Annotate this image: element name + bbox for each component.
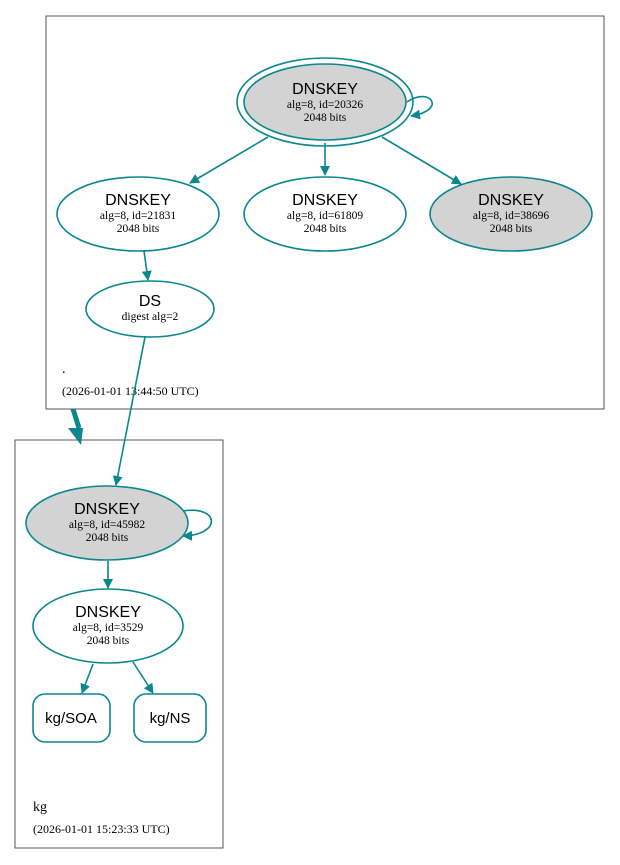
zone-kg: kg (2026-01-01 15:23:33 UTC) [14, 439, 224, 849]
edge-root-ksk-to-zsk1 [189, 136, 269, 184]
node-root-ksk-line1: alg=8, id=20326 [287, 99, 363, 111]
node-root-zsk1-title: DNSKEY [105, 192, 171, 209]
node-root-ksk2: DNSKEY alg=8, id=38696 2048 bits [429, 176, 593, 252]
node-kg-soa-label: kg/SOA [45, 710, 97, 727]
edge-kg-ksk-self [181, 509, 213, 541]
node-root-zsk2-line2: 2048 bits [304, 223, 347, 235]
zone-root-border [45, 15, 605, 410]
node-root-ksk2-line1: alg=8, id=38696 [473, 210, 549, 222]
node-kg-zsk-title: DNSKEY [75, 604, 141, 621]
edge-ds-to-kg-ksk [112, 336, 146, 486]
node-kg-ns-label: kg/NS [150, 710, 191, 727]
node-root-ksk-line2: 2048 bits [304, 112, 347, 124]
node-root-zsk2: DNSKEY alg=8, id=61809 2048 bits [243, 176, 407, 252]
edge-root-ksk-to-ksk2 [381, 136, 462, 185]
node-root-zsk1-line1: alg=8, id=21831 [100, 210, 176, 222]
node-kg-ksk-line1: alg=8, id=45982 [69, 519, 145, 531]
node-root-zsk1-line2: 2048 bits [117, 223, 160, 235]
node-kg-ksk-title: DNSKEY [74, 501, 140, 518]
node-ds-line1: digest alg=2 [122, 311, 179, 323]
node-kg-zsk-line2: 2048 bits [87, 635, 130, 647]
node-root-ksk: DNSKEY alg=8, id=20326 2048 bits [236, 57, 414, 147]
zone-kg-timestamp: (2026-01-01 15:23:33 UTC) [33, 822, 170, 836]
edge-kg-zsk-to-ns [132, 661, 154, 694]
zone-kg-name: kg [33, 800, 47, 815]
node-root-zsk2-line1: alg=8, id=61809 [287, 210, 363, 222]
delegation-edge [68, 408, 83, 445]
edge-root-ksk-self [406, 95, 433, 120]
zone-kg-border [14, 439, 224, 849]
node-ds-title: DS [139, 293, 161, 310]
zone-root-timestamp: (2026-01-01 13:44:50 UTC) [62, 384, 199, 398]
edge-kg-zsk-to-soa [80, 663, 94, 694]
node-root-zsk1: DNSKEY alg=8, id=21831 2048 bits [56, 176, 220, 252]
node-root-ksk2-line2: 2048 bits [490, 223, 533, 235]
node-kg-soa: kg/SOA [32, 693, 111, 743]
node-kg-ns: kg/NS [133, 693, 207, 743]
node-root-ksk-title: DNSKEY [292, 81, 358, 98]
node-kg-ksk: DNSKEY alg=8, id=45982 2048 bits [25, 485, 189, 561]
node-kg-ksk-line2: 2048 bits [86, 532, 129, 544]
edge-zsk1-to-ds [141, 250, 152, 281]
node-root-zsk2-title: DNSKEY [292, 192, 358, 209]
node-ds: DS digest alg=2 [85, 280, 215, 338]
edges [80, 95, 462, 694]
zone-root-name: . [62, 362, 66, 377]
node-kg-zsk: DNSKEY alg=8, id=3529 2048 bits [32, 588, 184, 664]
node-root-ksk2-title: DNSKEY [478, 192, 544, 209]
node-kg-zsk-line1: alg=8, id=3529 [73, 622, 144, 634]
zone-root: . (2026-01-01 13:44:50 UTC) [45, 15, 605, 410]
